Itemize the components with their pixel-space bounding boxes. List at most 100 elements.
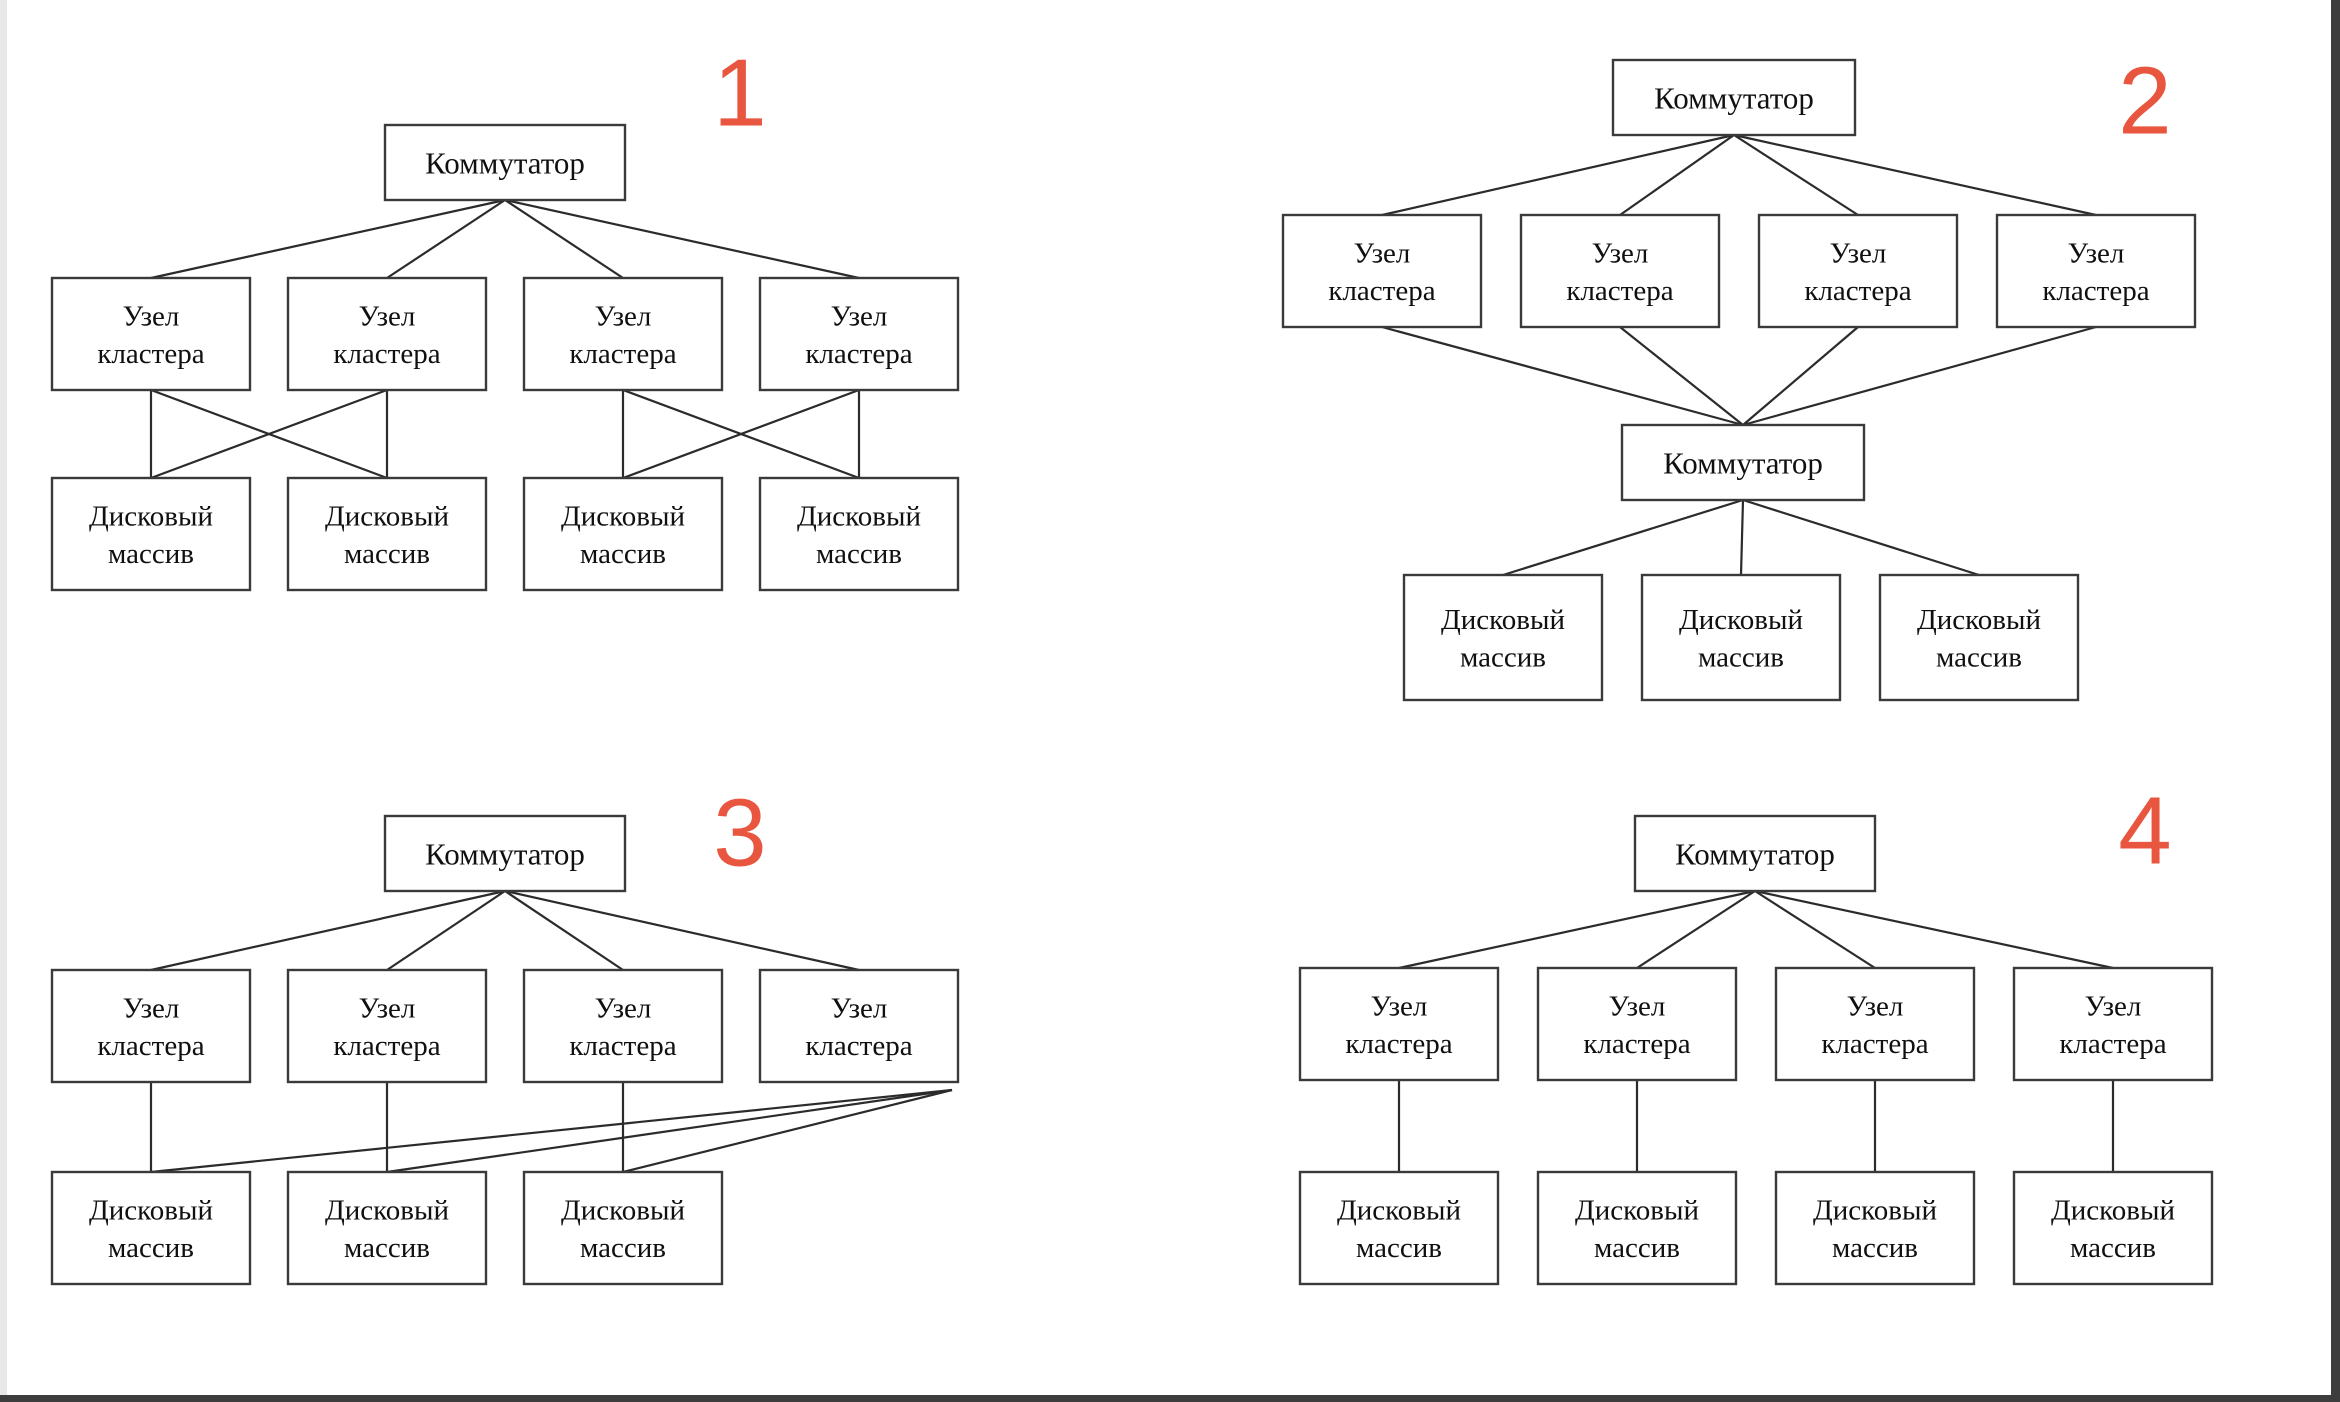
connection-line [386,890,506,971]
panel-1-disk-array-2[interactable]: Дисковый массив [286,476,488,592]
panel-3-disk-array-3-label: массив [580,1232,666,1264]
connection-line [1742,498,1980,577]
panel-2-disk-array-3-outline [1878,573,2080,702]
panel-1-cluster-node-4-label: Узел [831,300,888,332]
connection-line [150,388,388,480]
panel-3-links [149,889,953,1174]
panel-4-cluster-node-4[interactable]: Узел кластера [2012,966,2214,1082]
panel-3-disk-array-2-label: массив [344,1232,430,1264]
panel-4-switch-top[interactable]: Коммутатор [1633,814,1877,893]
panel-2-switch-bottom-outline [1620,423,1866,502]
panel-1-disk-array-2-label: массив [344,538,430,570]
panel-4-disk-array-3-outline [1774,1170,1976,1286]
panel-2: КоммутаторКоммутаторУзелкластераУзелклас… [1281,47,2197,702]
panel-4: КоммутаторУзелкластераУзелкластераУзелкл… [1298,777,2214,1286]
panel-2-cluster-node-1-outline [1281,213,1483,329]
panel-1-disk-array-3-outline [522,476,724,592]
panel-4-cluster-node-2-label: Узел [1609,990,1666,1022]
panel-4-cluster-node-2-outline [1536,966,1738,1082]
panel-3-cluster-node-2-outline [286,968,488,1084]
connection-line [1739,499,1745,576]
panel-4-cluster-node-4-outline [2012,966,2214,1082]
panel-4-disk-array-2-outline [1536,1170,1738,1286]
panel-1-disk-array-4-label: массив [816,538,902,570]
connection-line [1754,890,1876,969]
connection-line [1742,326,1859,426]
panel-1-cluster-node-2-outline [286,276,488,392]
connection-line [622,388,860,480]
panel-1-cluster-node-2-label: кластера [333,338,440,370]
panel-3-disk-array-2-label: Дисковый [325,1194,449,1226]
panel-4-switch-top-outline [1633,814,1877,893]
panel-1-switch-top[interactable]: Коммутатор [383,123,627,202]
panel-4-cluster-node-1-label: кластера [1345,1028,1452,1060]
panel-3-cluster-node-4-outline [758,968,960,1084]
panel-1-switch-top-outline [383,123,627,202]
panel-3-disk-array-2-outline [286,1170,488,1286]
connection-line [1733,133,2097,217]
panel-4-disk-array-1-outline [1298,1170,1500,1286]
panel-2-cluster-node-3-label: Узел [1830,237,1887,269]
panel-2-disk-array-2-label: Дисковый [1679,604,1803,636]
panel-3-cluster-node-1-outline [50,968,252,1084]
panel-4-cluster-node-3-label: кластера [1821,1028,1928,1060]
panel-4-cluster-node-4-label: Узел [2085,990,2142,1022]
panel-2-cluster-node-4-label: Узел [2068,237,2125,269]
panel-1-disk-array-3-label: массив [580,538,666,570]
panel-1-number: 1 [713,39,766,146]
panel-4-disk-array-4-label: Дисковый [2051,1194,2175,1226]
panel-2-cluster-node-2-outline [1519,213,1721,329]
panel-2-switch-bottom[interactable]: Коммутатор [1620,423,1866,502]
panel-2-switch-top-outline [1611,58,1857,137]
panel-3-switch-top[interactable]: Коммутатор [383,814,627,893]
panel-4-disk-array-2-label: массив [1594,1232,1680,1264]
panel-2-cluster-node-3-outline [1757,213,1959,329]
panel-2-cluster-node-4-outline [1995,213,2197,329]
panel-1-cluster-node-3-label: кластера [569,338,676,370]
panel-2-switch-top-label: Коммутатор [1654,80,1814,115]
panel-3-disk-array-2[interactable]: Дисковый массив [286,1170,488,1286]
connection-line [1754,889,2114,970]
panel-2-switch-bottom-label: Коммутатор [1663,445,1823,480]
panel-4-cluster-node-4-label: кластера [2059,1028,2166,1060]
panel-1-disk-array-2-label: Дисковый [325,500,449,532]
panel-2-switch-top[interactable]: Коммутатор [1611,58,1857,137]
panel-1-cluster-node-1-label: кластера [97,338,204,370]
panel-1-cluster-node-1-outline [50,276,252,392]
panel-4-links [1397,889,2115,1172]
panel-2-number: 2 [2118,47,2171,154]
connection-line [1742,325,2097,427]
panel-2-cluster-node-2-label: кластера [1566,275,1673,307]
connection-line [1619,326,1744,426]
connection-line [622,1088,953,1174]
connection-line [1636,890,1756,969]
panel-1: КоммутаторУзелкластераУзелкластераУзелкл… [50,39,960,592]
